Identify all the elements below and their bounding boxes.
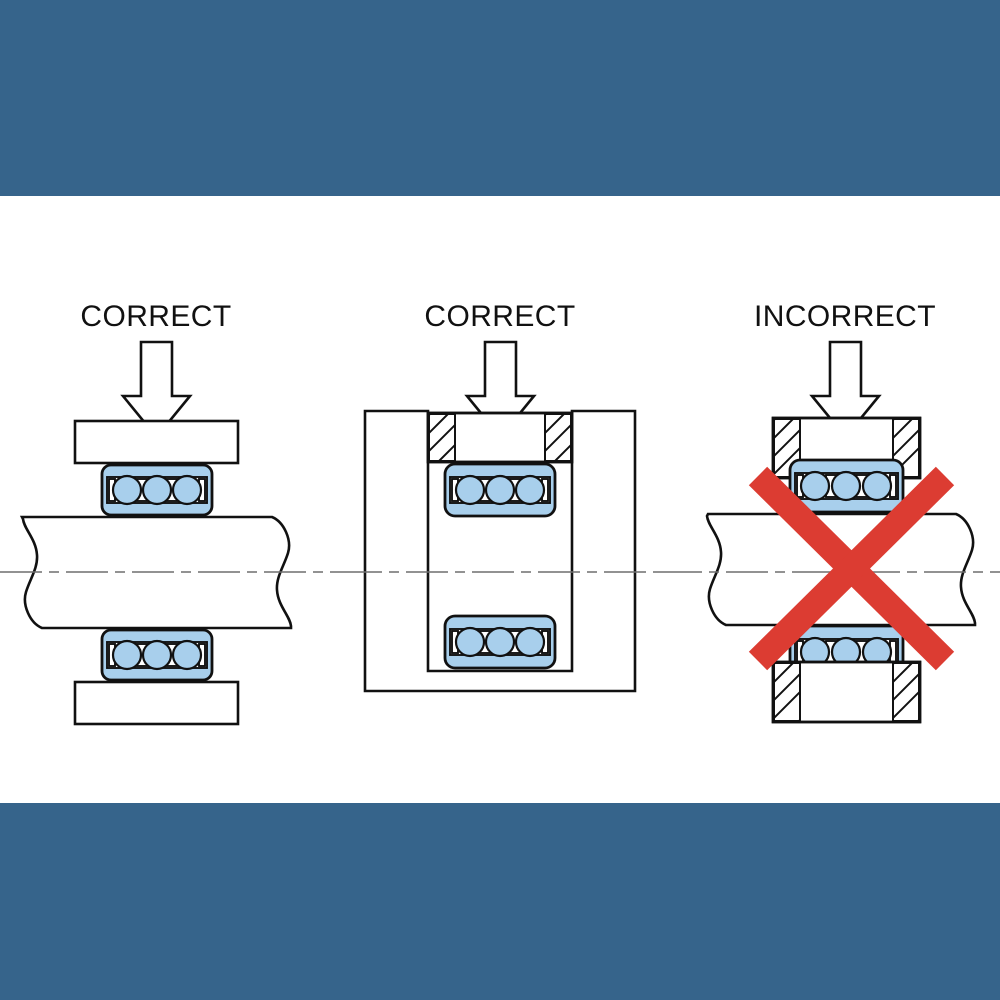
panel-middle: CORRECT bbox=[340, 300, 660, 693]
panel-left: CORRECT bbox=[0, 300, 340, 726]
bearing-lower bbox=[100, 628, 214, 682]
panel-left-label: CORRECT bbox=[80, 300, 231, 333]
panel-right: INCORRECT bbox=[660, 300, 1000, 724]
top-band bbox=[0, 0, 1000, 196]
housing bbox=[363, 409, 637, 693]
figure-area: CORRECT bbox=[0, 196, 1000, 803]
press-ring-bottom bbox=[771, 660, 922, 724]
bearing-upper bbox=[443, 462, 557, 518]
bearing-upper bbox=[788, 458, 905, 514]
bearing-lower bbox=[443, 614, 557, 670]
press-block-bottom bbox=[73, 680, 240, 726]
down-arrow-icon bbox=[120, 340, 193, 440]
hatch-pad-top-right bbox=[892, 418, 920, 478]
bearing-upper bbox=[100, 463, 214, 517]
panel-middle-label: CORRECT bbox=[424, 300, 575, 333]
red-x-mark-icon bbox=[748, 466, 955, 671]
press-block-top bbox=[73, 419, 240, 465]
press-tool bbox=[426, 411, 574, 464]
panel-right-label: INCORRECT bbox=[754, 300, 936, 333]
bottom-band bbox=[0, 803, 1000, 1000]
down-arrow-icon bbox=[809, 340, 882, 440]
